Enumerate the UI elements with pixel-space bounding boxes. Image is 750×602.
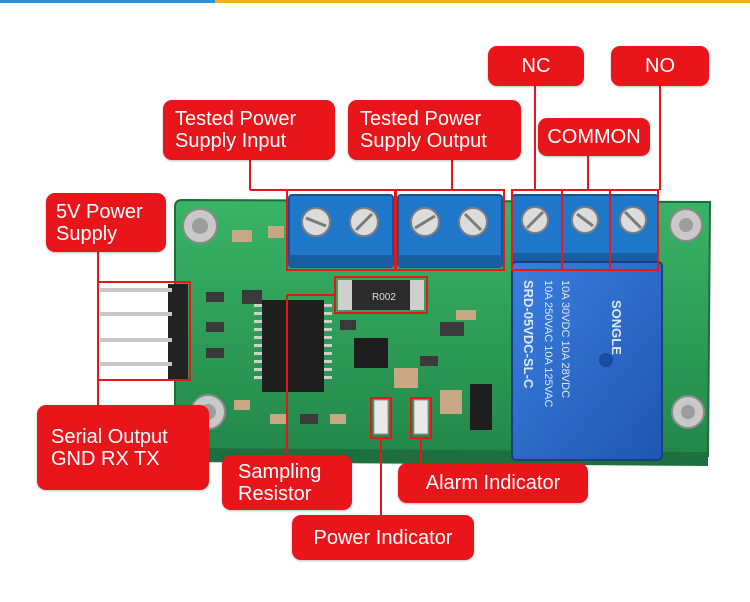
svg-text:SONGLE: SONGLE xyxy=(609,300,624,355)
power-led xyxy=(373,399,389,435)
main-ic-chip xyxy=(254,300,332,392)
small-ic-chip xyxy=(354,338,388,368)
label-common: COMMON xyxy=(538,118,650,156)
mounting-screw-tl xyxy=(182,208,218,244)
label-sampling-resistor-line1: Sampling xyxy=(238,460,322,483)
label-tested-output-line2: Supply Output xyxy=(360,130,487,152)
label-5v-power: 5V Power Supply xyxy=(46,193,166,252)
label-tested-output: Tested Power Supply Output xyxy=(348,100,521,160)
label-tested-output-line1: Tested Power xyxy=(360,108,482,130)
mounting-screw-tr xyxy=(669,208,703,242)
label-no-text: NO xyxy=(645,55,675,77)
terminal-block-relay xyxy=(511,194,659,266)
smd-components xyxy=(206,226,492,430)
terminal-block-output xyxy=(397,194,503,268)
alarm-led xyxy=(413,399,429,435)
label-power-indicator: Power Indicator xyxy=(292,515,474,560)
svg-text:SRD-05VDC-SL-C: SRD-05VDC-SL-C xyxy=(521,280,536,389)
label-power-indicator-text: Power Indicator xyxy=(313,526,453,549)
label-tested-input-line1: Tested Power xyxy=(175,108,297,130)
highlight-no-terminal xyxy=(609,189,659,271)
label-common-text: COMMON xyxy=(547,126,641,148)
label-serial-output-line1: Serial Output xyxy=(51,425,168,448)
leader-lines xyxy=(97,86,661,515)
label-alarm-indicator: Alarm Indicator xyxy=(398,463,588,503)
terminal-block-input xyxy=(288,194,394,268)
relay-component: SRD-05VDC-SL-C 10A 250VAC 10A 125VAC 10A… xyxy=(511,261,663,461)
label-alarm-indicator-text: Alarm Indicator xyxy=(425,472,561,494)
header-pins xyxy=(100,284,188,380)
label-5v-power-line2: Supply xyxy=(56,222,118,245)
label-5v-power-line1: 5V Power xyxy=(56,200,143,223)
label-sampling-resistor: Sampling Resistor xyxy=(222,455,352,510)
top-accent-blue xyxy=(0,0,215,3)
label-serial-output: Serial Output GND RX TX xyxy=(37,405,209,490)
label-tested-input-line2: Supply Input xyxy=(175,130,287,152)
label-sampling-resistor-line2: Resistor xyxy=(238,482,312,505)
svg-text:R002: R002 xyxy=(372,292,396,303)
label-nc-text: NC xyxy=(521,55,551,77)
svg-text:10A 30VDC 10A 28VDC: 10A 30VDC 10A 28VDC xyxy=(559,280,571,398)
highlight-output-terminal xyxy=(395,189,505,271)
svg-text:10A 250VAC 10A 125VAC: 10A 250VAC 10A 125VAC xyxy=(542,280,554,407)
label-nc: NC xyxy=(488,46,584,86)
sampling-resistor-part: R002 xyxy=(338,280,424,310)
top-accent-bar xyxy=(0,0,750,3)
mounting-screw-br xyxy=(671,395,705,429)
highlight-header-pins xyxy=(97,281,191,381)
top-accent-yellow xyxy=(215,0,750,3)
label-serial-output-line2: GND RX TX xyxy=(51,447,160,470)
label-tested-input: Tested Power Supply Input xyxy=(163,100,335,160)
label-no: NO xyxy=(611,46,709,86)
